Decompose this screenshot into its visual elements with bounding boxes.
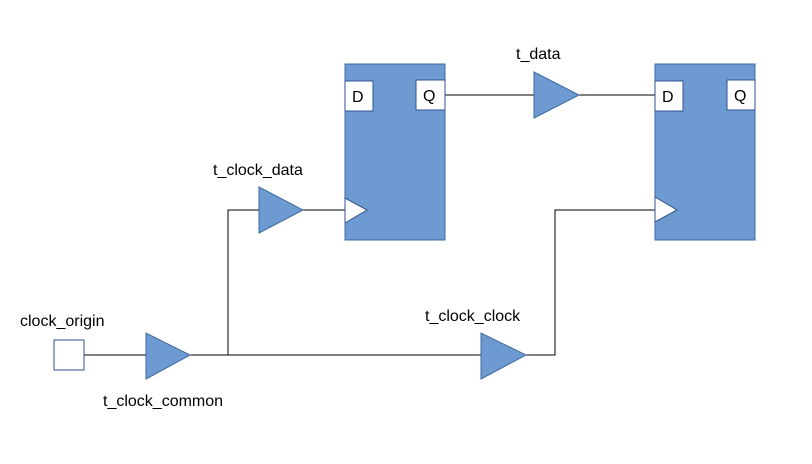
t-data-buffer [533,71,581,119]
wire-clock-clock-to-ff2 [526,209,655,356]
wire-branch-to-clock-data [227,209,259,355]
wires [84,94,655,356]
flipflop-1-clock-pin [344,197,369,224]
flipflop-2-d-label: D [662,89,674,106]
t-clock-data-label: t_clock_data [213,162,303,179]
t-clock-data-buffer [258,186,305,234]
flipflop-1-d-label: D [352,89,364,106]
t-clock-clock-label: t_clock_clock [425,308,521,325]
flipflop-1-q-label: Q [423,88,435,105]
flipflop-2: D Q [654,63,756,241]
clock-origin-box [53,339,85,371]
flipflop-2-d-pin [654,80,684,112]
clock-origin-label: clock_origin [20,313,104,330]
flipflop-1: D Q [344,63,446,241]
flipflop-2-clock-pin [654,196,679,223]
flipflop-1-d-pin [344,80,374,112]
t-data-label: t_data [516,46,561,63]
flipflop-1-q-pin [415,79,446,111]
t-clock-common-label: t_clock_common [103,393,223,410]
flipflop-2-q-label: Q [734,88,746,105]
t-clock-common-buffer [145,332,192,380]
t-clock-clock-buffer [480,332,528,380]
flipflop-2-q-pin [726,79,756,111]
